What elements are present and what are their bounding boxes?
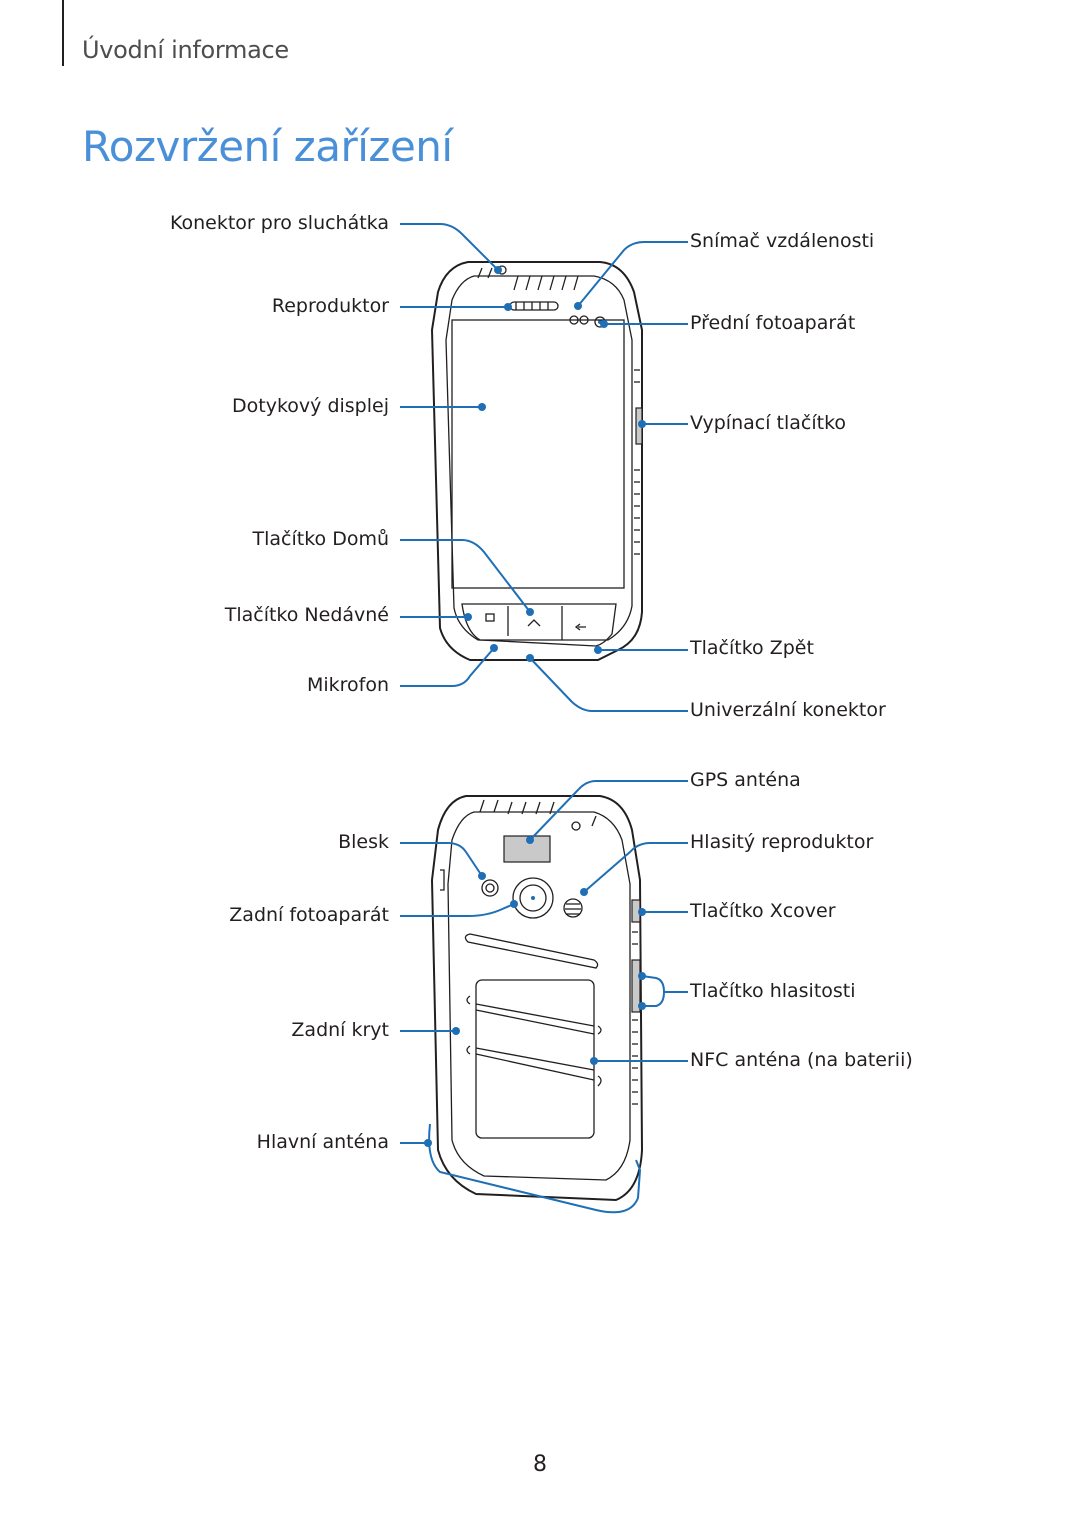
label-proximity-sensor: Snímač vzdálenosti [690, 230, 875, 252]
label-headphone-jack: Konektor pro sluchátka [169, 212, 389, 234]
label-xcover-button: Tlačítko Xcover [690, 900, 836, 922]
label-main-antenna: Hlavní anténa [256, 1131, 389, 1153]
label-back-cover: Zadní kryt [291, 1019, 389, 1041]
label-loudspeaker: Hlasitý reproduktor [690, 831, 874, 853]
page-number: 8 [533, 1452, 547, 1477]
label-back-button: Tlačítko Zpět [690, 637, 814, 659]
front-callouts [400, 223, 688, 712]
back-device-drawing [430, 795, 644, 1202]
label-power-button: Vypínací tlačítko [690, 412, 847, 434]
back-callouts [400, 780, 688, 1214]
label-gps-antenna: GPS anténa [690, 769, 801, 791]
front-device-drawing [430, 261, 643, 661]
label-multipurpose-jack: Univerzální konektor [690, 699, 886, 721]
label-touchscreen: Dotykový displej [232, 395, 389, 417]
label-flash: Blesk [338, 831, 389, 853]
label-home-button: Tlačítko Domů [252, 528, 390, 550]
label-nfc-antenna: NFC anténa (na baterii) [690, 1049, 913, 1071]
label-microphone: Mikrofon [306, 674, 389, 696]
page-title: Rozvržení zařízení [82, 122, 453, 171]
label-front-camera: Přední fotoaparát [690, 312, 856, 334]
label-recent-button: Tlačítko Nedávné [224, 604, 389, 626]
section-rule [62, 0, 64, 66]
label-speaker: Reproduktor [271, 295, 389, 317]
label-rear-camera: Zadní fotoaparát [229, 904, 389, 926]
label-volume-button: Tlačítko hlasitosti [690, 980, 856, 1002]
section-header: Úvodní informace [82, 36, 289, 64]
